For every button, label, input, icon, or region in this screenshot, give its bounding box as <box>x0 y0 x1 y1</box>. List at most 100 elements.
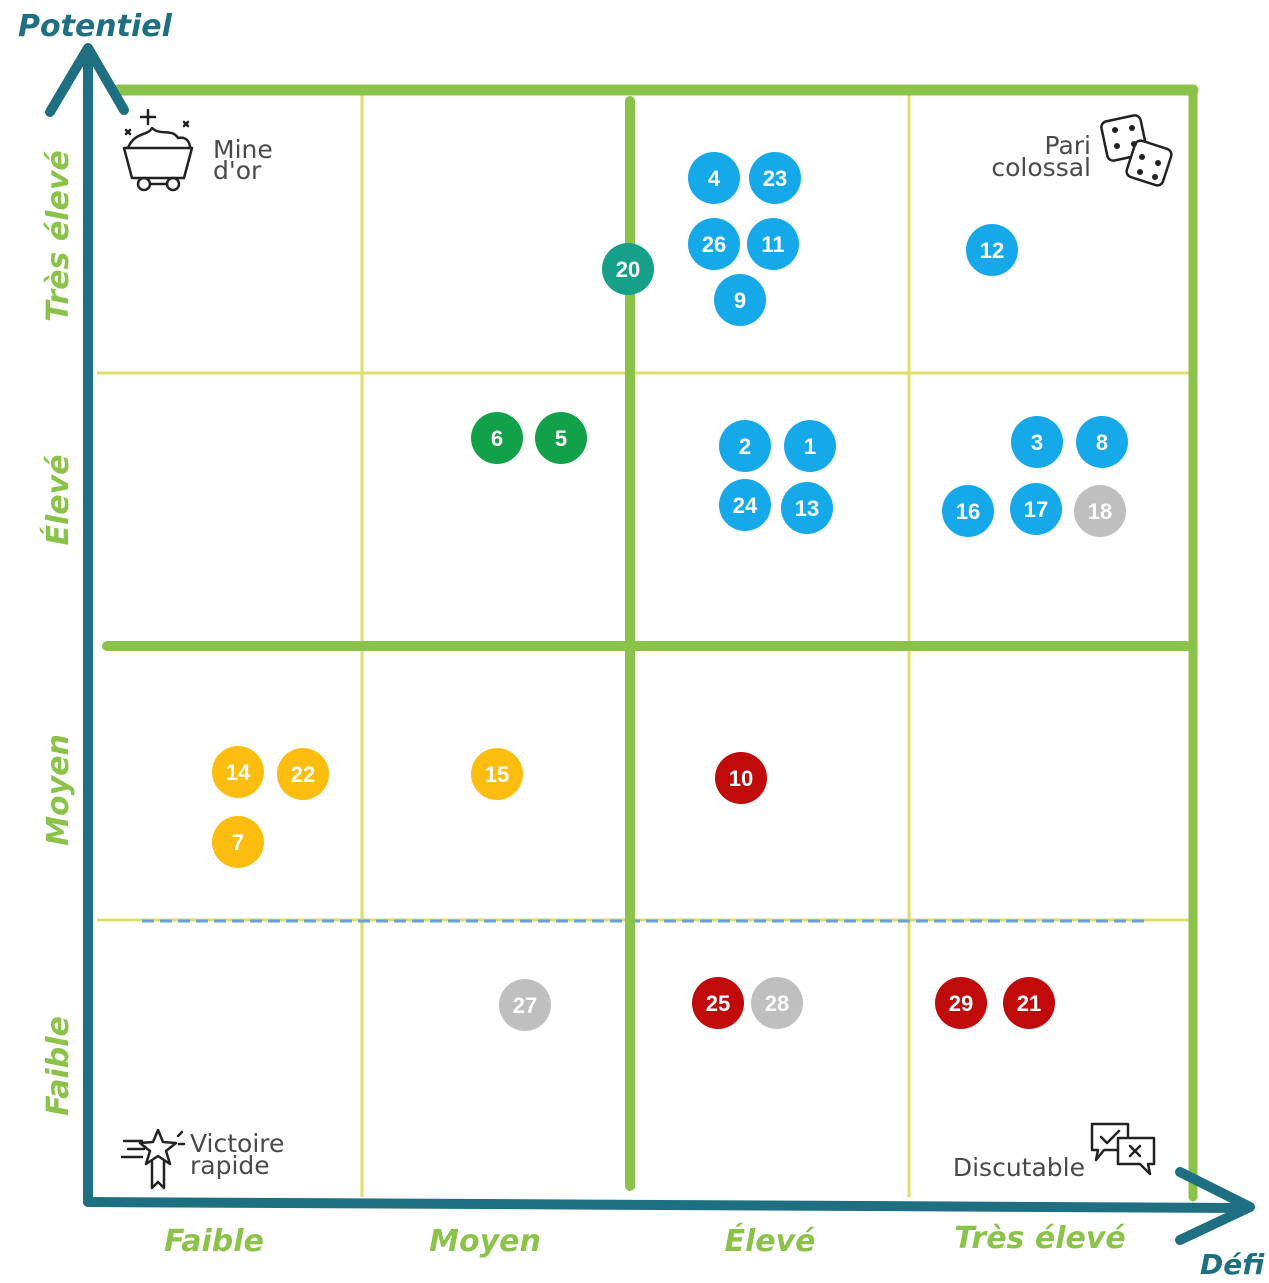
item-dot-circle <box>1074 485 1126 537</box>
quadrant-label-line: rapide <box>190 1151 270 1180</box>
item-dot-label: 29 <box>949 991 973 1016</box>
x-axis-arrowhead <box>1175 1167 1255 1245</box>
item-dot-circle <box>1076 416 1128 468</box>
item-dot-label: 22 <box>291 762 315 787</box>
item-dot: 5 <box>535 412 587 464</box>
item-dot-label: 18 <box>1088 499 1112 524</box>
item-dot-label: 9 <box>734 288 746 313</box>
item-dot-circle <box>784 420 836 472</box>
item-dot-label: 12 <box>980 238 1004 263</box>
item-dot-circle <box>277 748 329 800</box>
x-axis-line <box>83 1197 1248 1213</box>
item-dot-circle <box>715 752 767 804</box>
item-dot-label: 2 <box>739 434 751 459</box>
item-dot-label: 13 <box>795 496 819 521</box>
item-dot-circle <box>935 977 987 1029</box>
item-dot-circle <box>781 482 833 534</box>
item-dot-circle <box>719 479 771 531</box>
item-dot-circle <box>1003 977 1055 1029</box>
quadrant-label-line: Discutable <box>953 1153 1085 1182</box>
item-dot: 6 <box>471 412 523 464</box>
item-dot: 24 <box>719 479 771 531</box>
item-dot-circle <box>212 746 264 798</box>
item-dot-label: 20 <box>616 257 640 282</box>
item-dot-circle <box>688 152 740 204</box>
item-dot-label: 1 <box>804 434 816 459</box>
y-level-label: Très élevé <box>41 150 76 322</box>
quadrant-label-line: Mine <box>213 135 273 164</box>
item-dot-circle <box>747 218 799 270</box>
quadrant-gold-mine: Mine d'or <box>122 108 273 192</box>
item-dot-label: 16 <box>956 499 980 524</box>
quadrant-label-line: Victoire <box>190 1129 284 1158</box>
item-dot: 11 <box>747 218 799 270</box>
item-dot-circle <box>714 274 766 326</box>
item-dot-circle <box>688 218 740 270</box>
item-dot-label: 8 <box>1096 430 1108 455</box>
item-dot: 17 <box>1010 483 1062 535</box>
item-dot: 29 <box>935 977 987 1029</box>
item-dot-circle <box>535 412 587 464</box>
item-dot: 13 <box>781 482 833 534</box>
quadrant-debatable: Discutable <box>953 1122 1156 1182</box>
y-level-label: Faible <box>41 1016 76 1116</box>
gold-mine-cart-icon <box>122 108 194 192</box>
item-dot-circle <box>471 748 523 800</box>
item-dot-circle <box>471 412 523 464</box>
item-dot-label: 14 <box>226 760 251 785</box>
item-dot: 14 <box>212 746 264 798</box>
quadrant-label-line: d'or <box>213 156 262 185</box>
item-dot: 20 <box>602 243 654 295</box>
item-dot: 27 <box>499 979 551 1031</box>
item-dot-circle <box>719 420 771 472</box>
item-dot: 23 <box>749 152 801 204</box>
item-dot-circle <box>499 979 551 1031</box>
item-dot-circle <box>602 243 654 295</box>
item-dot: 8 <box>1076 416 1128 468</box>
item-dot-label: 28 <box>765 991 789 1016</box>
x-level-label: Faible <box>164 1224 264 1259</box>
shooting-star-icon <box>120 1128 186 1190</box>
item-dot-label: 25 <box>706 991 730 1016</box>
item-dot-label: 27 <box>513 993 537 1018</box>
item-dot: 1 <box>784 420 836 472</box>
item-dot: 21 <box>1003 977 1055 1029</box>
item-dot: 9 <box>714 274 766 326</box>
item-dot-label: 24 <box>733 493 758 518</box>
x-axis-title: Défi <box>1200 1248 1265 1281</box>
item-dot-label: 26 <box>702 232 726 257</box>
x-level-label: Élevé <box>724 1223 815 1259</box>
item-dot-circle <box>1011 416 1063 468</box>
item-dot: 2 <box>719 420 771 472</box>
item-dot: 16 <box>942 485 994 537</box>
x-level-label: Moyen <box>429 1224 541 1259</box>
item-dot-circle <box>212 816 264 868</box>
quadrant-label-line: Pari <box>1045 131 1092 160</box>
item-dot-circle <box>1010 483 1062 535</box>
y-axis-title: Potentiel <box>18 9 173 44</box>
item-dot-label: 3 <box>1031 430 1043 455</box>
item-dot: 7 <box>212 816 264 868</box>
item-dot-label: 11 <box>761 232 784 257</box>
item-dot-label: 4 <box>708 166 721 191</box>
dice-icon <box>1100 114 1173 187</box>
item-dot: 25 <box>692 977 744 1029</box>
x-level-label: Très élevé <box>954 1221 1126 1256</box>
item-dot-label: 15 <box>485 762 509 787</box>
item-dot: 3 <box>1011 416 1063 468</box>
axes <box>45 43 1255 1245</box>
item-dot: 15 <box>471 748 523 800</box>
item-dot-label: 17 <box>1024 497 1048 522</box>
item-dot-label: 10 <box>729 766 753 791</box>
quadrant-label-line: colossal <box>991 153 1091 182</box>
item-dot: 26 <box>688 218 740 270</box>
item-dot-circle <box>692 977 744 1029</box>
item-dot: 22 <box>277 748 329 800</box>
item-dot-label: 23 <box>763 166 787 191</box>
item-dot-circle <box>751 977 803 1029</box>
y-level-label: Moyen <box>41 734 76 846</box>
item-dot-circle <box>749 152 801 204</box>
item-dot-label: 6 <box>491 426 503 451</box>
item-dot: 4 <box>688 152 740 204</box>
